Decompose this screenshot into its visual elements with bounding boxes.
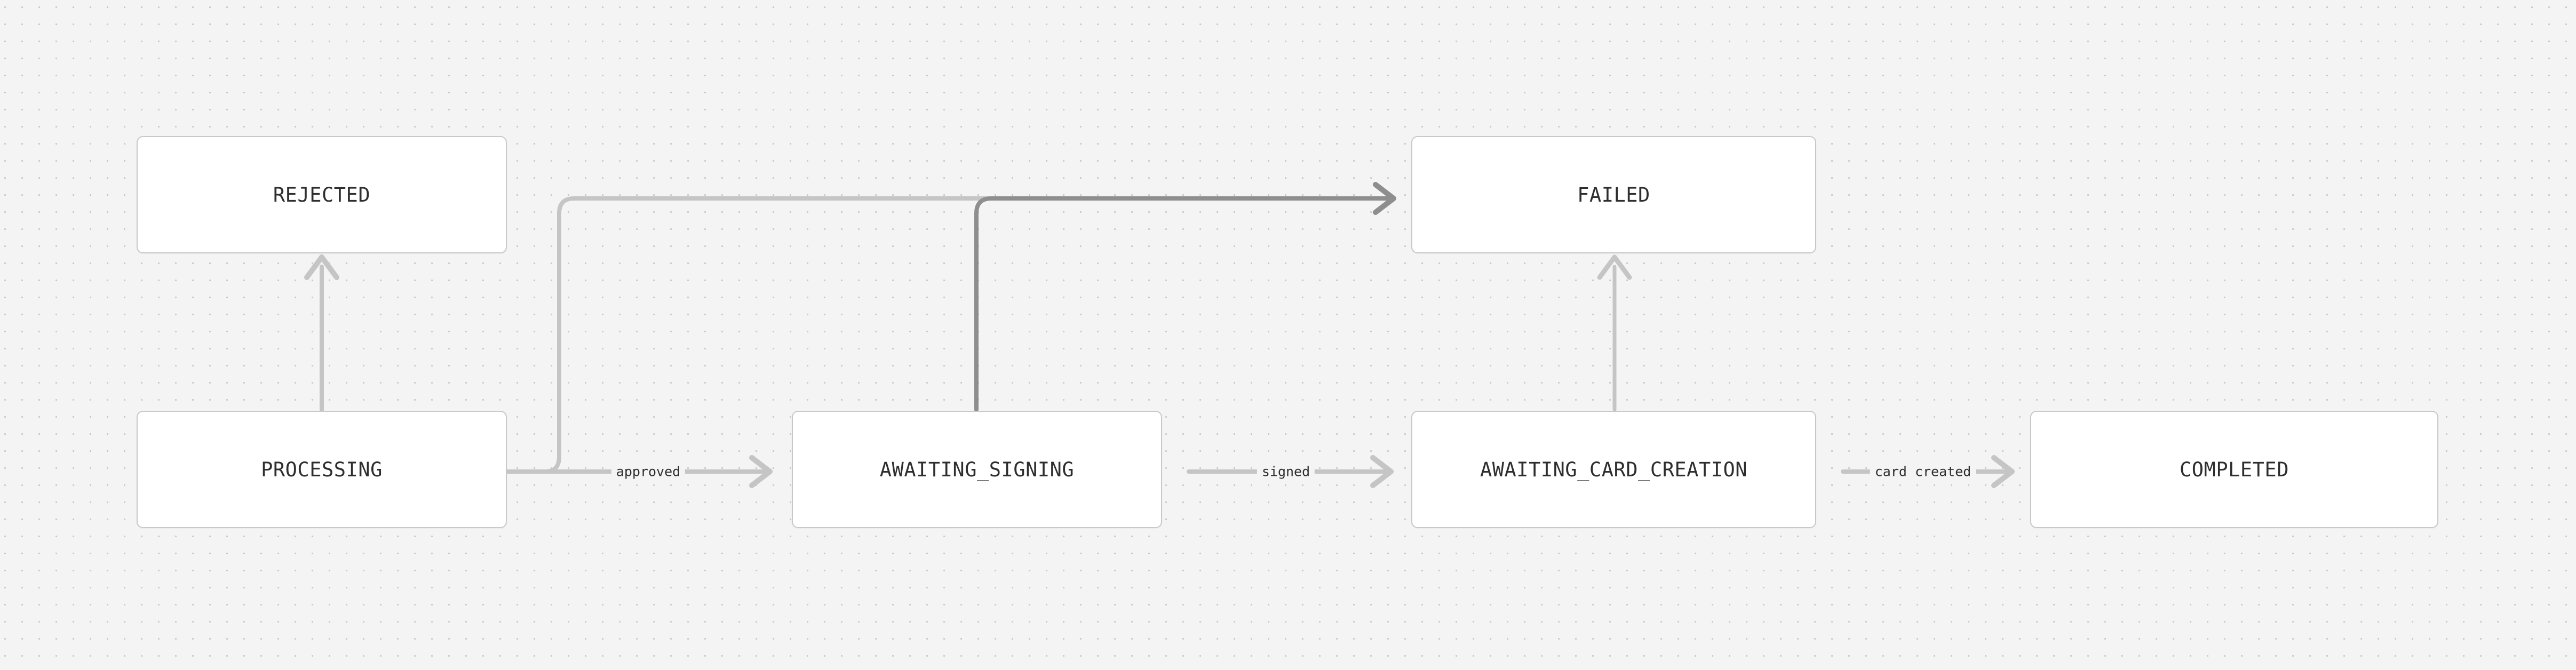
node-label-rejected: REJECTED: [273, 183, 371, 206]
node-label-awaiting-signing: AWAITING_SIGNING: [879, 458, 1075, 481]
edge-label-approved: approved: [611, 463, 686, 480]
node-label-processing: PROCESSING: [261, 458, 383, 481]
node-processing[interactable]: PROCESSING: [137, 411, 507, 528]
node-awaiting-signing[interactable]: AWAITING_SIGNING: [792, 411, 1162, 528]
edge-label-signed: signed: [1257, 463, 1315, 480]
edge-label-card-created: card created: [1870, 463, 1976, 480]
node-completed[interactable]: COMPLETED: [2030, 411, 2438, 528]
edge-processing-rejected: [304, 254, 339, 412]
node-label-awaiting-card-creation: AWAITING_CARD_CREATION: [1480, 458, 1748, 481]
node-label-failed: FAILED: [1577, 183, 1650, 206]
edge-card-creation-failed: [1597, 254, 1632, 412]
node-failed[interactable]: FAILED: [1411, 136, 1816, 253]
node-label-completed: COMPLETED: [2180, 458, 2289, 481]
node-awaiting-card-creation[interactable]: AWAITING_CARD_CREATION: [1411, 411, 1816, 528]
edge-signing-failed: [974, 182, 1396, 412]
node-rejected[interactable]: REJECTED: [137, 136, 507, 253]
